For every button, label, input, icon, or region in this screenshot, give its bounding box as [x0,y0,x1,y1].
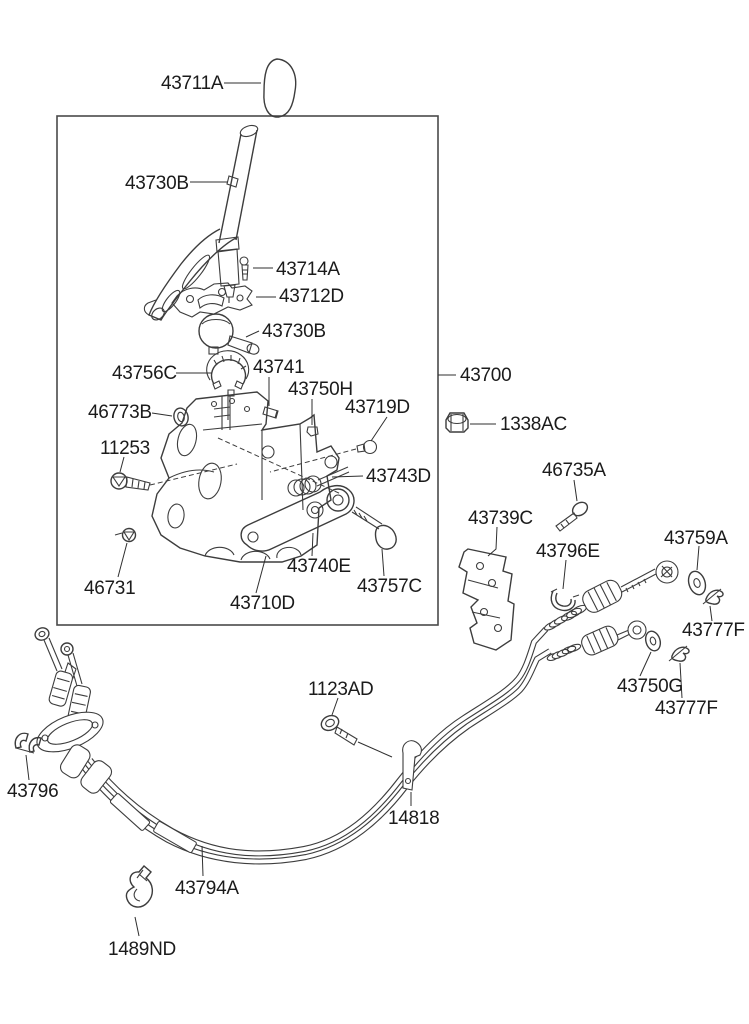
part-label-43777F-1: 43777F [682,620,745,641]
part-cable-strap [402,740,422,791]
part-label-43756C: 43756C [112,363,177,384]
part-label-43750H: 43750H [288,379,353,400]
part-clip-43777F-1 [702,588,724,605]
part-bolt-11253 [110,463,238,491]
pivot-axis-dashed-line [217,437,342,495]
leader-lines [25,82,713,937]
part-shift-lever [143,124,259,321]
part-label-43777F-2: 43777F [655,698,718,719]
part-label-43743D: 43743D [366,466,431,487]
part-cable-run [80,626,552,865]
part-label-46773B: 46773B [88,402,152,423]
part-clamp-1489ND [125,865,153,908]
part-label-43796: 43796 [7,781,58,802]
part-label-1338AC: 1338AC [500,414,567,435]
part-lock-nut [445,412,469,433]
part-label-43714A: 43714A [276,259,340,280]
part-label-11253: 11253 [100,438,150,459]
part-label-43719D: 43719D [345,397,410,418]
part-clip-43796 [14,732,42,754]
part-label-43739C: 43739C [468,508,533,529]
part-ball-joint [198,313,260,355]
part-label-46731: 46731 [84,578,135,599]
part-set-bolt [239,256,249,281]
part-label-43757C: 43757C [357,576,422,597]
part-label-43741: 43741 [253,357,304,378]
part-cable-bracket [458,548,515,651]
part-label-14818: 14818 [388,808,439,829]
part-shifter-base-assembly [34,627,113,794]
assembly-bounding-box [56,115,439,626]
part-label-43794A: 43794A [175,878,239,899]
part-shift-arm [240,485,355,552]
part-c-ring [206,350,250,397]
part-pivot-pin [351,506,397,550]
part-label-1123AD: 1123AD [308,679,373,700]
part-label-43710D: 43710D [230,593,295,614]
part-label-43759A: 43759A [664,528,728,549]
part-label-43796E: 43796E [536,541,600,562]
part-cable-clip-43796E [550,588,580,612]
part-washer-43759A [687,570,707,596]
part-label-43730B-ball: 43730B [262,321,326,342]
part-housing-bracket [151,391,340,563]
part-bolt-43719D [269,439,378,473]
part-label-43712D: 43712D [279,286,344,307]
part-label-43750G: 43750G [617,676,683,697]
part-clip-43777F-2 [668,645,690,662]
part-label-1489ND: 1489ND [108,939,176,960]
part-label-43740E: 43740E [287,556,351,577]
part-cable-end-lower [546,620,647,662]
part-small-clip [306,426,319,437]
part-lock-pin [262,406,279,419]
part-mounting-plate [171,282,253,318]
part-cable-end-upper [543,560,679,631]
part-label-43730B-lever: 43730B [125,173,189,194]
part-bolt-46731 [114,527,137,543]
part-washer-43750G [644,630,662,652]
part-labels: 43711A 43730B 43714A 43712D 43730B 43756… [7,73,745,960]
part-bolt-1123AD [320,714,393,758]
part-label-46735A: 46735A [542,460,606,481]
part-label-43700: 43700 [460,365,511,386]
part-shift-knob [263,58,297,118]
part-bolt-46735A [555,501,589,532]
part-return-spring [287,466,350,497]
part-label-43711A: 43711A [161,73,224,94]
